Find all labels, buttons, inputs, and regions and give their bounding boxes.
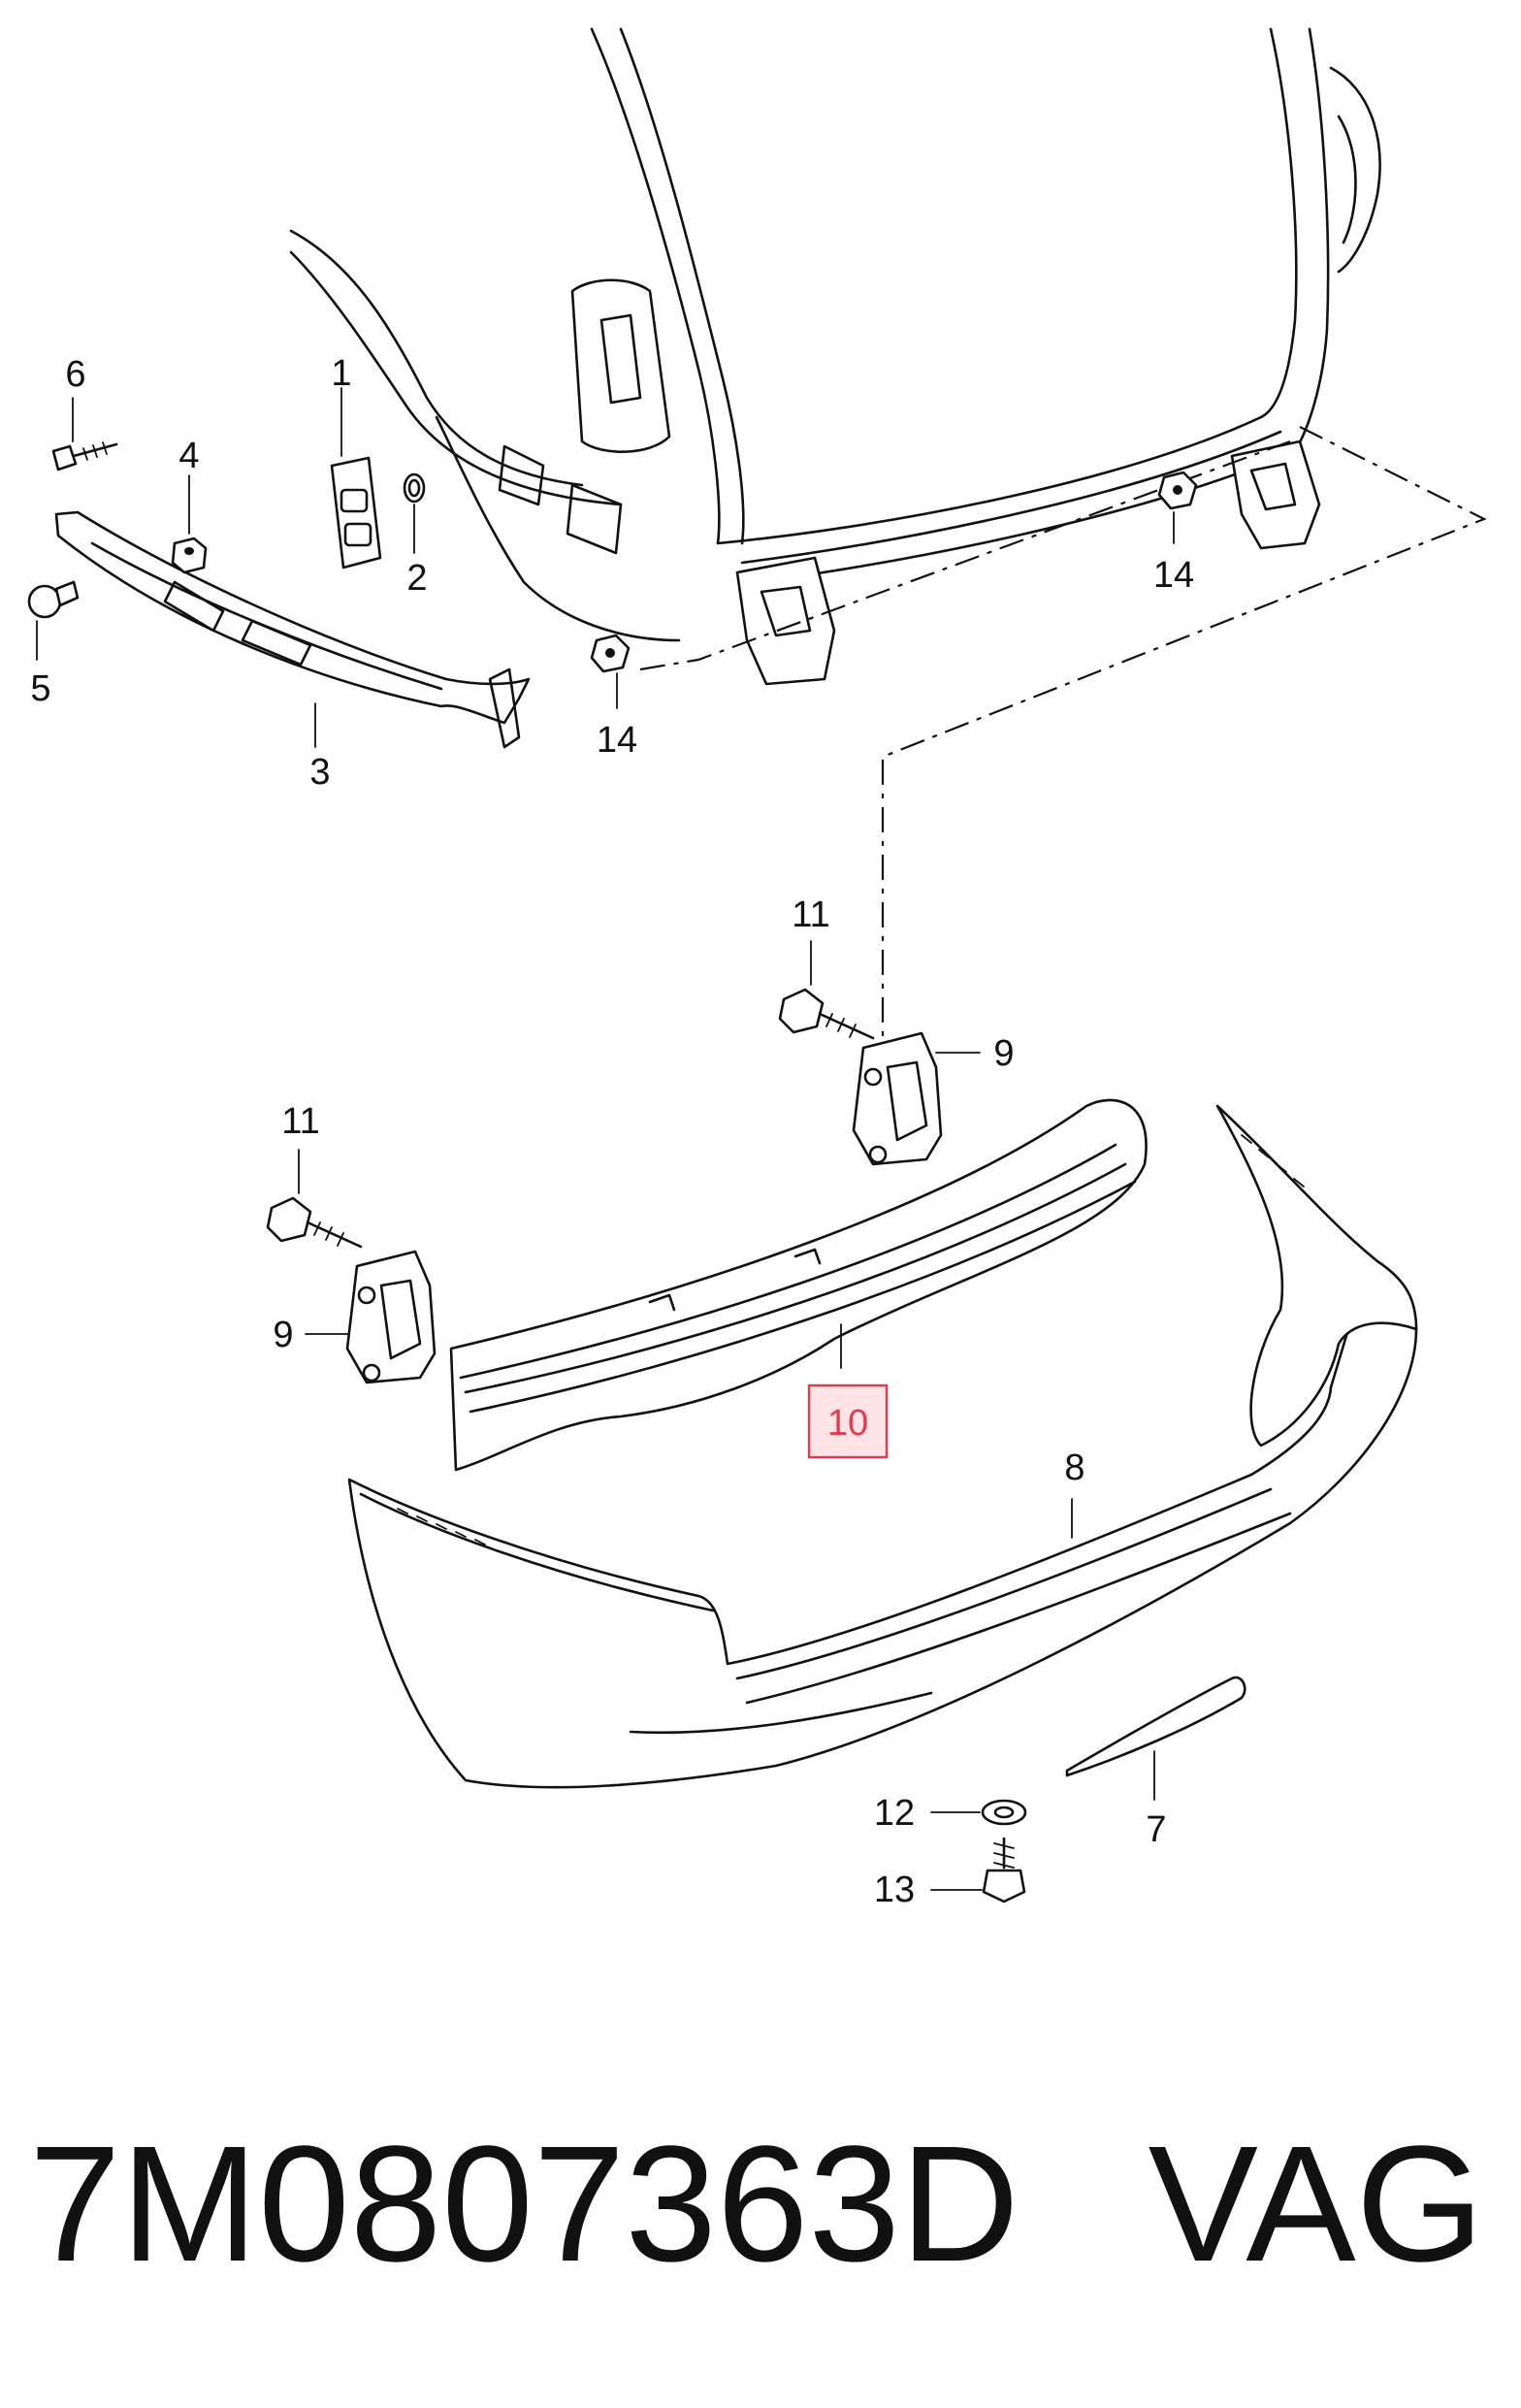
footer: 7M0807363D VAG (29, 2112, 1484, 2296)
assembly-lines (639, 426, 1487, 1048)
callout-14-right: 14 (1153, 555, 1194, 596)
callout-11-upper: 11 (792, 895, 829, 935)
highlight-box (807, 1383, 889, 1459)
callout-3: 3 (309, 752, 330, 793)
part-6-screw (51, 441, 118, 472)
part-10-impact-absorber (449, 1098, 1148, 1472)
callout-5: 5 (30, 668, 50, 709)
vehicle-rear-body (289, 27, 1381, 686)
callout-6: 6 (65, 354, 85, 395)
callout-9-lower: 9 (273, 1315, 293, 1355)
part-11-bolt-lower (266, 1196, 363, 1249)
part-8-bumper-cover (347, 1104, 1418, 1789)
callout-1: 1 (331, 353, 351, 394)
leader-lines (36, 387, 1175, 1891)
callout-labels: 1 2 3 4 5 6 7 8 9 9 11 11 12 13 14 14 10 (30, 353, 1194, 1910)
callout-14-left: 14 (597, 720, 637, 761)
callout-8: 8 (1064, 1448, 1084, 1488)
part-9-bracket-lower (345, 1250, 437, 1384)
callout-13: 13 (874, 1870, 915, 1910)
part-9-bracket-upper (852, 1031, 943, 1166)
part-4-nut (171, 537, 208, 574)
part-14-nut-left (590, 634, 631, 673)
callout-2: 2 (406, 558, 427, 599)
part-11-bolt-upper (778, 988, 875, 1040)
callout-10: 10 (827, 1403, 868, 1444)
part-2-grommet (403, 472, 426, 504)
part-5-push-rivet (27, 580, 80, 619)
callout-9-upper: 9 (993, 1033, 1014, 1074)
part-13-screw (982, 1837, 1026, 1904)
part-1-clip (330, 456, 382, 569)
callout-4: 4 (178, 436, 199, 476)
brand-label: VAG (1149, 2112, 1484, 2296)
callout-12: 12 (874, 1793, 915, 1834)
part-number: 7M0807363D (29, 2112, 1019, 2296)
callout-11-lower: 11 (281, 1101, 319, 1142)
part-14-nut-right (1157, 471, 1198, 510)
callout-7: 7 (1146, 1809, 1166, 1850)
part-3-guide-bracket (54, 510, 531, 749)
part-12-washer (981, 1799, 1027, 1826)
part-7-reflector-trim (1065, 1676, 1246, 1777)
